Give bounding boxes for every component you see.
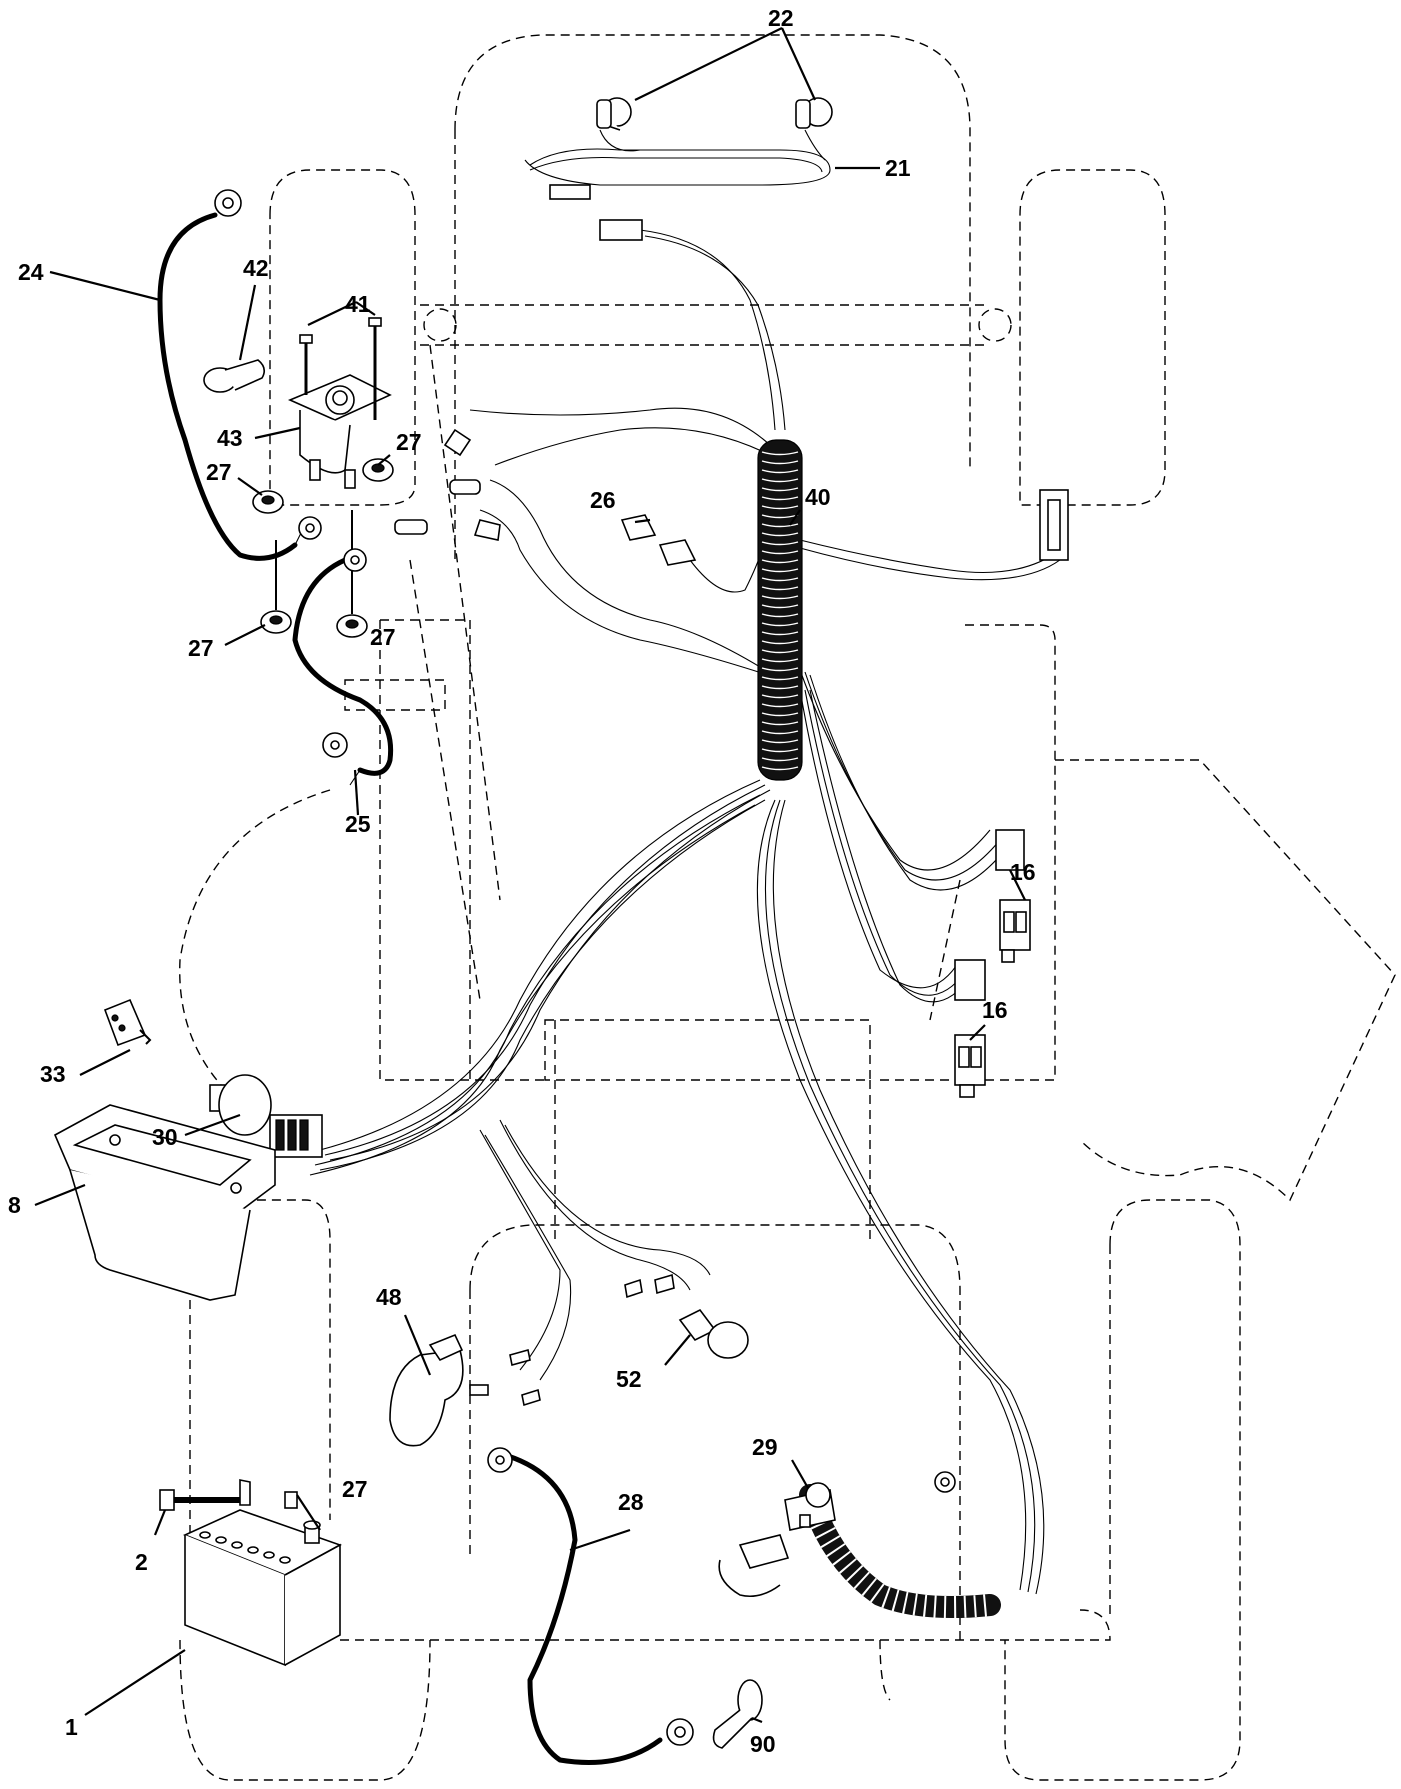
callout-29: 29 (752, 1434, 778, 1460)
callout-40: 40 (805, 484, 831, 510)
headlight-connector (549, 184, 591, 200)
callout-90: 90 (750, 1731, 776, 1757)
callout-16-lower: 16 (982, 997, 1008, 1023)
callout-26: 26 (590, 487, 616, 513)
battery-tray (53, 1104, 276, 1301)
harness-wires (309, 129, 1066, 1595)
callout-27-lower-left: 27 (188, 635, 214, 661)
switch-29 (784, 1482, 836, 1531)
parts (53, 97, 1069, 1749)
rear-spiral-wrap (799, 1484, 1001, 1619)
callout-21: 21 (885, 155, 911, 181)
switch-upper (995, 829, 1031, 963)
callout-52: 52 (616, 1366, 642, 1392)
callout-22: 22 (768, 5, 794, 31)
solenoid (287, 374, 392, 489)
callout-16-upper: 16 (1010, 859, 1036, 885)
boot-90 (712, 1679, 763, 1749)
callout-42: 42 (243, 255, 269, 281)
nut-solenoid-left (252, 490, 284, 514)
callout-27-solenoid-right: 27 (396, 429, 422, 455)
callout-27-battery: 27 (342, 1476, 368, 1502)
callout-25: 25 (345, 811, 371, 837)
callout-30: 30 (152, 1124, 178, 1150)
wire-loom-coil (757, 439, 803, 781)
callout-27-lower-right: 27 (370, 624, 396, 650)
nut-solenoid-right (362, 458, 394, 482)
callout-33: 33 (40, 1061, 66, 1087)
harness-connector (599, 219, 643, 241)
callout-28: 28 (618, 1489, 644, 1515)
ring-terminals (214, 189, 956, 1746)
sensor-48 (389, 1333, 489, 1447)
battery-bolt (159, 1479, 298, 1511)
nut-lower-left (260, 610, 292, 634)
callout-27-solenoid-left: 27 (206, 459, 232, 485)
headlight-left (596, 97, 632, 131)
callout-41: 41 (345, 291, 371, 317)
callout-24: 24 (18, 259, 44, 285)
battery-cable-24 (157, 212, 298, 561)
headlight-right (795, 97, 833, 129)
callout-1: 1 (65, 1714, 78, 1740)
bolt-right (368, 317, 382, 420)
battery (182, 1509, 342, 1667)
ignition-key (103, 998, 152, 1047)
lamp-52 (678, 1308, 749, 1359)
terminal-boot (203, 359, 266, 393)
right-connector (1039, 489, 1069, 561)
nut-lower-right (336, 614, 368, 638)
bolt-left (299, 334, 313, 395)
callout-labels: 22 21 24 42 41 43 27 27 27 27 25 26 40 1… (8, 5, 1036, 1757)
callout-48: 48 (376, 1284, 402, 1310)
fuse (620, 514, 697, 566)
callout-2: 2 (135, 1549, 148, 1575)
switch-lower (954, 959, 986, 1098)
callout-8: 8 (8, 1192, 21, 1218)
battery-cable-25 (292, 557, 394, 776)
rear-connector (718, 1534, 790, 1598)
leader-lines (34, 27, 1026, 1724)
callout-43: 43 (217, 425, 243, 451)
battery-cable-28 (502, 1452, 663, 1765)
